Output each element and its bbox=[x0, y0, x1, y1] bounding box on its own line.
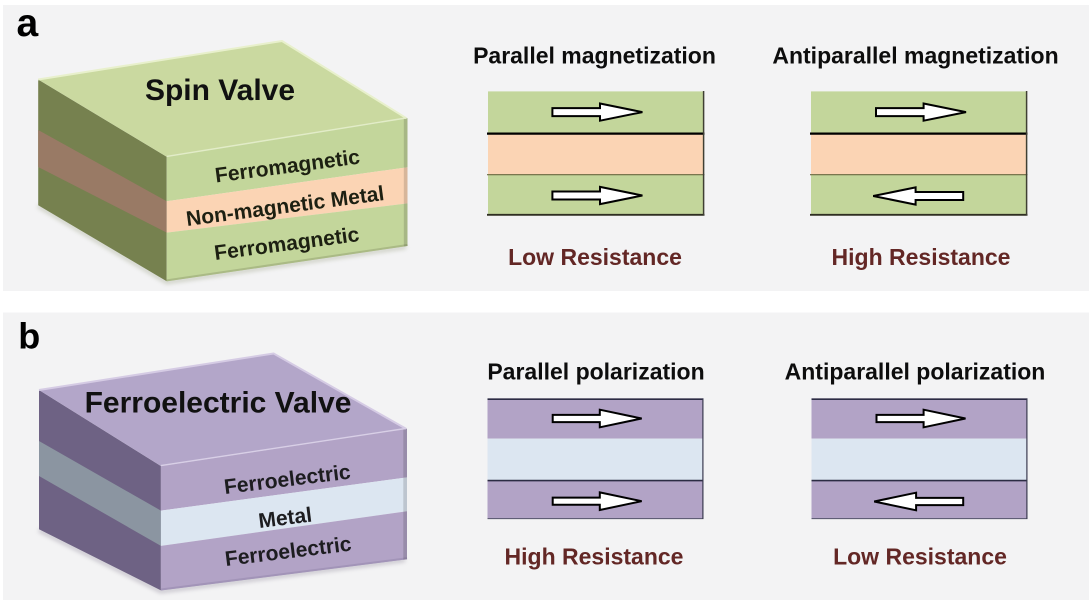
svg-text:Parallel magnetization: Parallel magnetization bbox=[473, 43, 716, 69]
svg-text:Low Resistance: Low Resistance bbox=[833, 544, 1007, 570]
svg-text:Spin Valve: Spin Valve bbox=[145, 74, 295, 107]
svg-text:Antiparallel polarization: Antiparallel polarization bbox=[785, 359, 1046, 385]
svg-text:Antiparallel magnetization: Antiparallel magnetization bbox=[772, 43, 1058, 69]
svg-text:Low Resistance: Low Resistance bbox=[508, 244, 682, 270]
svg-text:High Resistance: High Resistance bbox=[505, 544, 684, 570]
svg-text:a: a bbox=[17, 2, 39, 45]
svg-text:High Resistance: High Resistance bbox=[832, 244, 1011, 270]
svg-text:b: b bbox=[18, 316, 40, 357]
svg-text:Parallel polarization: Parallel polarization bbox=[487, 359, 704, 385]
svg-text:Ferroelectric Valve: Ferroelectric Valve bbox=[85, 387, 352, 420]
